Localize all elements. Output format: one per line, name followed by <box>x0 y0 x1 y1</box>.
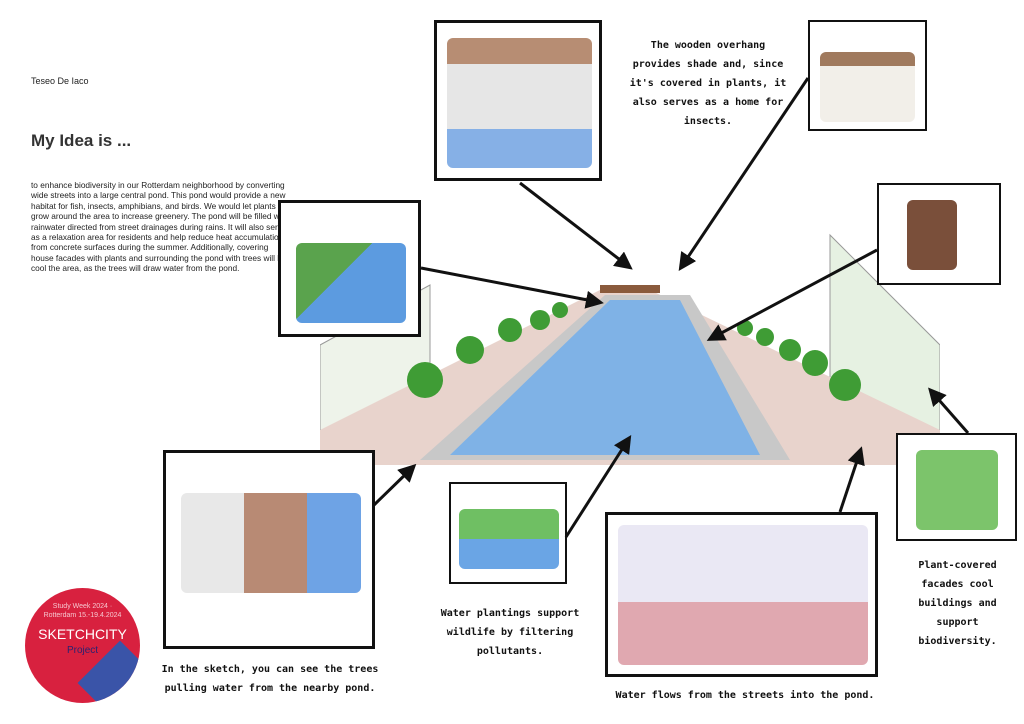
caption-plantings: Water plantings support wildlife by filt… <box>440 608 580 657</box>
insect-house-sketch <box>877 183 1001 285</box>
pergola-sketch <box>808 20 927 131</box>
caption-facades: Plant-covered facades cool buildings and… <box>918 560 997 647</box>
idea-description: to enhance biodiversity in our Rotterdam… <box>31 180 293 274</box>
overhang-sketch <box>434 20 602 181</box>
sticker-sub: Project <box>66 645 99 656</box>
street-flow-sketch <box>605 512 878 677</box>
sticker-ring-text: Study Week 2024 · Rotterdam 15.-19.4.202… <box>43 603 122 619</box>
sticker-brand: SKETCHCITY <box>38 626 127 642</box>
caption-flows: Water flows from the streets into the po… <box>615 690 875 701</box>
pond-corner-sketch <box>278 200 421 337</box>
water-plants-sketch <box>449 482 567 584</box>
sketchcity-sticker: Study Week 2024 · Rotterdam 15.-19.4.202… <box>25 588 140 703</box>
author-name: Teseo De Iaco <box>31 76 89 86</box>
page-title: My Idea is ... <box>31 131 132 150</box>
green-facade-sketch <box>896 433 1017 541</box>
caption-trees: In the sketch, you can see the trees pul… <box>161 664 379 694</box>
caption-overhang: The wooden overhang provides shade and, … <box>629 40 787 127</box>
trees-pond-section-sketch <box>163 450 375 649</box>
